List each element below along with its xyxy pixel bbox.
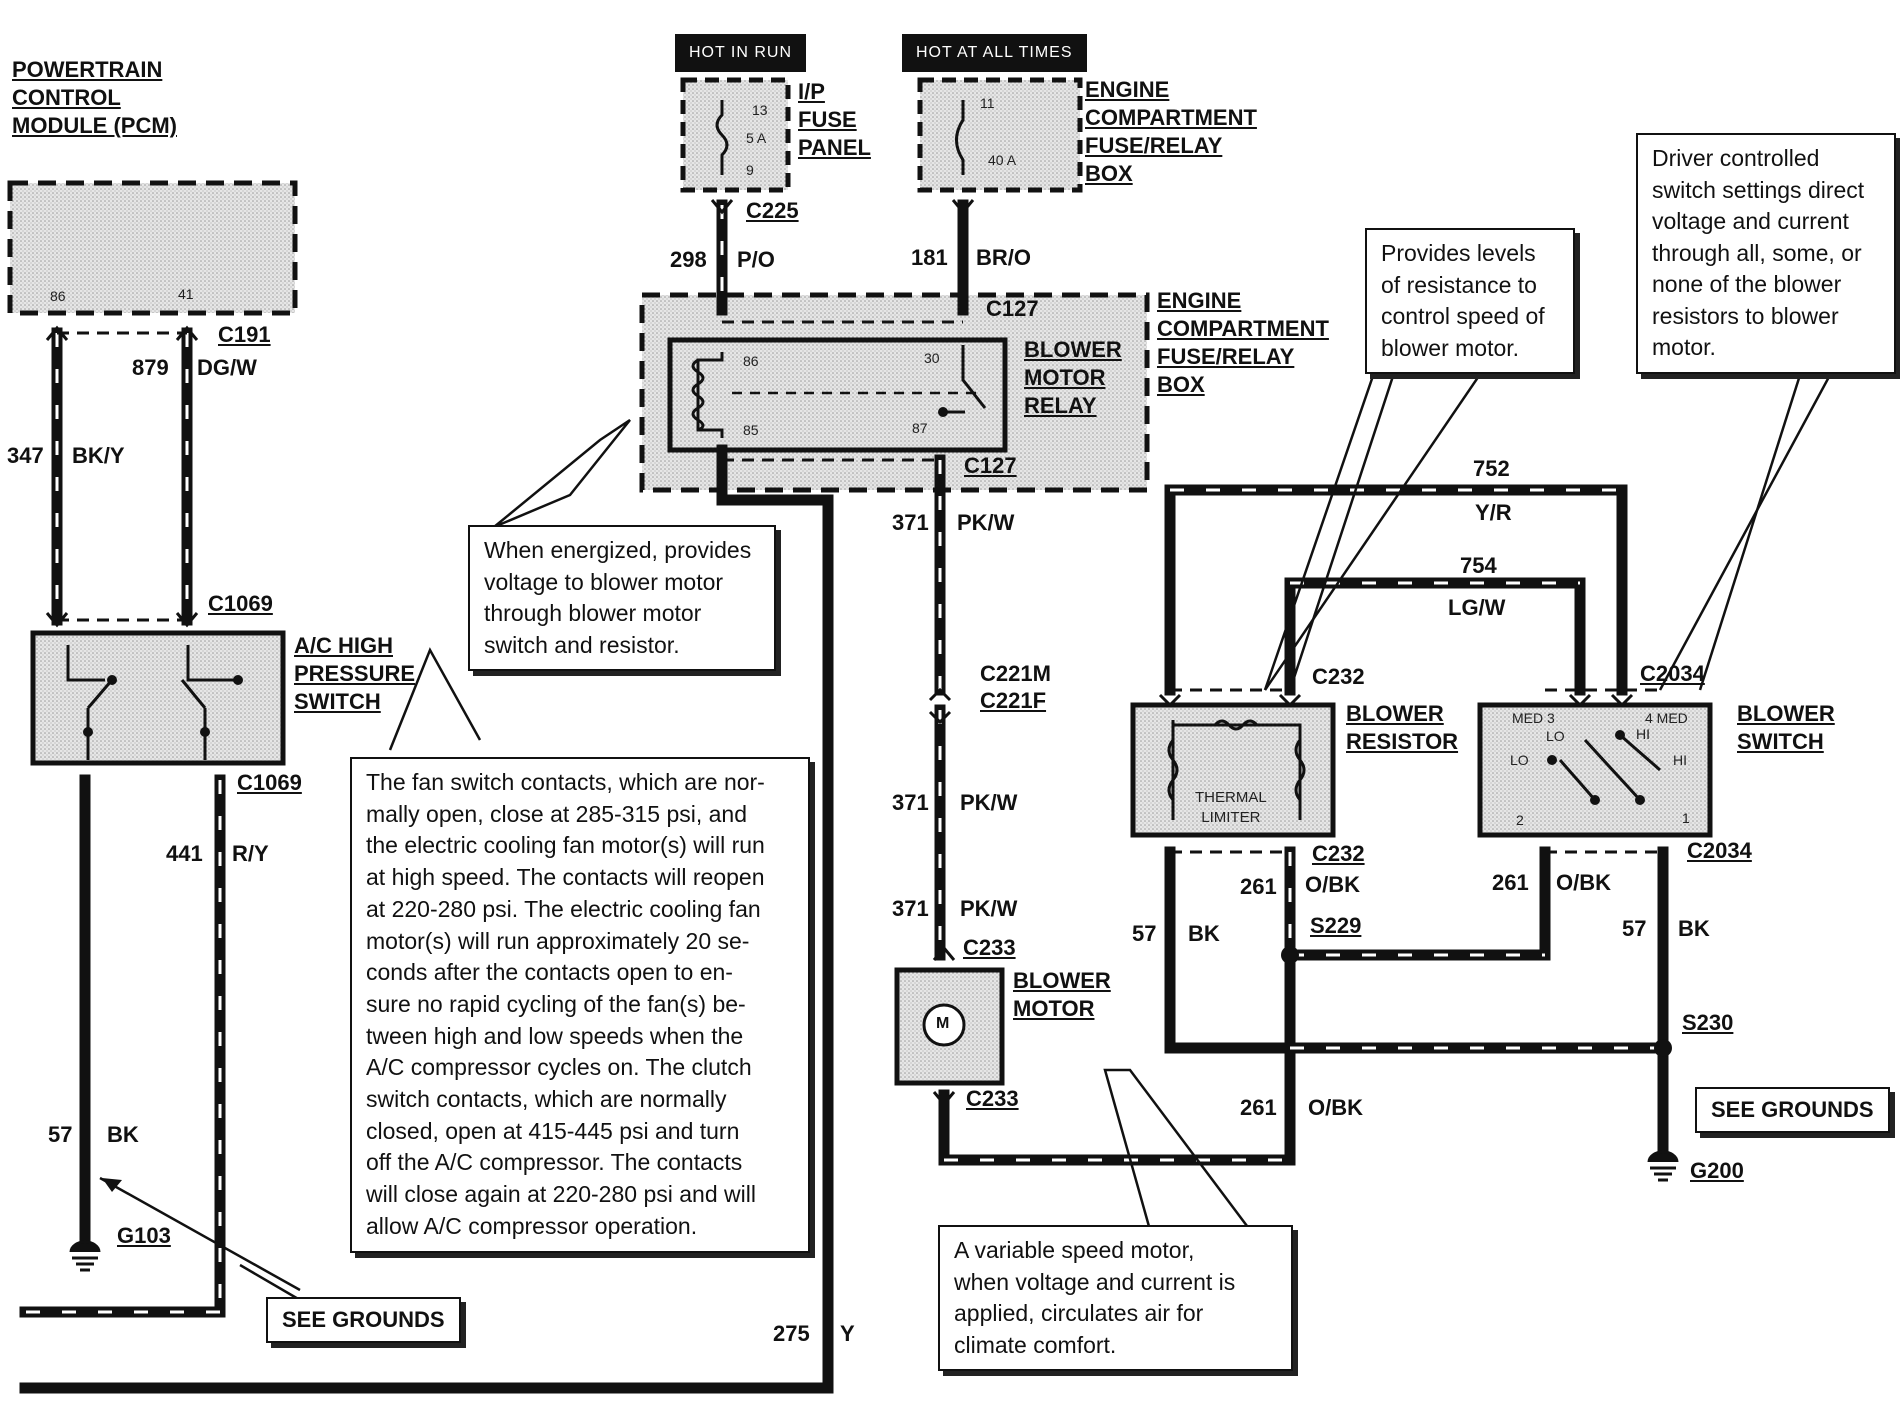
engine-fuse-box <box>917 77 1083 193</box>
relay-coil <box>691 352 724 438</box>
connector-c127-top: C127 <box>986 296 1039 321</box>
motor-circle <box>922 1003 966 1047</box>
connector-c233-top: C233 <box>963 935 1016 960</box>
connector-c2034-bot: C2034 <box>1687 838 1752 863</box>
ground-g103-label: G103 <box>117 1223 171 1248</box>
connector-c191: C191 <box>218 322 271 347</box>
ground-g200-icon <box>1647 1150 1679 1182</box>
pcm-box <box>7 180 298 316</box>
ip-fuse-box <box>680 77 791 193</box>
splice-s230-label: S230 <box>1682 1010 1734 1035</box>
resistor-network <box>1167 719 1306 820</box>
connector-c225: C225 <box>746 198 799 223</box>
connector-c221m: C221M <box>980 661 1051 686</box>
header-hot-at-all-times: HOT AT ALL TIMES <box>902 34 1087 72</box>
ground-g103-icon <box>69 1240 101 1272</box>
connector-c232-top: C232 <box>1312 664 1365 689</box>
see-grounds-left: SEE GROUNDS <box>266 1297 461 1343</box>
splice-s229-label: S229 <box>1310 913 1362 938</box>
splice-s229 <box>1281 946 1299 964</box>
connector-c2034-top: C2034 <box>1640 661 1705 686</box>
blower-motor-relay <box>667 337 1008 453</box>
note-fan-switch: The fan switch contacts, which are nor-m… <box>350 757 810 1253</box>
ac-high-pressure-switch <box>30 630 286 766</box>
connector-c127-bot: C127 <box>964 453 1017 478</box>
switch-wiper <box>1558 733 1661 802</box>
header-hot-in-run: HOT IN RUN <box>675 34 807 72</box>
ground-g200-label: G200 <box>1690 1158 1744 1183</box>
see-grounds-right: SEE GROUNDS <box>1695 1087 1890 1133</box>
splice-s230 <box>1654 1039 1672 1057</box>
blower-switch-box <box>1477 702 1713 838</box>
connector-c233-bot: C233 <box>966 1086 1019 1111</box>
fuse-40a-symbol <box>955 100 965 175</box>
connector-c232-bot: C232 <box>1312 841 1365 866</box>
connector-c1069-top: C1069 <box>208 591 273 616</box>
connector-c221f: C221F <box>980 688 1047 713</box>
note-blower-motor: A variable speed motor,when voltage and … <box>938 1225 1293 1371</box>
motor-symbol: M <box>936 1015 950 1032</box>
connector-c1069-bot: C1069 <box>237 770 302 795</box>
fuse-5a-symbol <box>715 100 729 175</box>
